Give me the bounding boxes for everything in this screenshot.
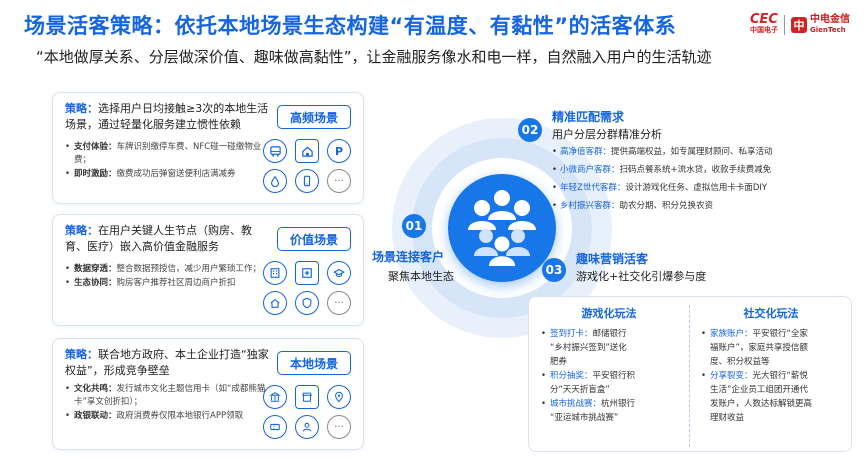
home-icon	[295, 139, 319, 163]
step-subtitle-03: 游戏化+社交化引爆参与度	[576, 270, 707, 283]
list-item: 高净值客群：提供高端权益，如专属理财顾问、私享活动	[552, 146, 800, 158]
more-icon: ···	[327, 415, 351, 439]
strategy-card-value: 策略：在用户关键人生节点（购房、教育、医疗）嵌入高价值金融服务 数据穿透：整合数…	[52, 214, 364, 326]
page-subtitle: “本地做厚关系、分层做深价值、趣味做高黏性”，让金融服务像水和电一样，自然融入用…	[36, 48, 712, 66]
step-subtitle-02: 用户分层分群精准分析	[552, 128, 662, 141]
customer-group-icon	[468, 190, 536, 266]
shop-icon	[295, 385, 319, 409]
step-subtitle-01: 聚焦本地生态	[388, 270, 454, 283]
user-icon	[295, 415, 319, 439]
list-item: 数据穿透：整合数据预授信，减少用户繁琐工作；	[65, 263, 271, 276]
scene-tag: 价值场景	[277, 227, 351, 251]
map-icon	[327, 385, 351, 409]
list-item: 城市挑战赛：杭州银行“亚运城市挑战赛”	[541, 397, 687, 425]
more-icon: ···	[327, 291, 351, 315]
social-play-title: 社交化玩法	[743, 307, 799, 320]
page-title: 场景活客策略：依托本地场景生态构建“有温度、有黏性”的活客体系	[24, 14, 677, 38]
step-title-01: 场景连接客户	[372, 250, 445, 264]
scene-icons: P ···	[263, 139, 351, 193]
landmark-icon	[263, 385, 287, 409]
list-item: 文化共鸣：发行城市文化主题信用卡（如“成都熊猫卡”享文创折扣）；	[65, 383, 271, 409]
step-title-03: 趣味营销活客	[576, 252, 649, 266]
scene-tag: 本地场景	[277, 351, 351, 375]
logo-divider	[784, 15, 785, 35]
step-number-01: 01	[402, 214, 426, 238]
shield-icon	[295, 291, 319, 315]
gientech-logo: 中 中电金信 GienTech	[791, 15, 850, 35]
scene-tag: 高频场景	[277, 105, 351, 129]
step-number-02: 02	[518, 118, 542, 142]
list-item: 年轻Z世代客群：设计游戏化任务、虚拟信用卡卡面DIY	[552, 182, 800, 194]
list-item: 乡村振兴客群：助农分期、积分兑换农资	[552, 200, 800, 212]
school-icon	[327, 261, 351, 285]
house-icon	[263, 291, 287, 315]
scene-icons: ···	[263, 261, 351, 315]
bus-icon	[263, 139, 287, 163]
game-play-title: 游戏化玩法	[581, 307, 637, 320]
column-divider	[689, 305, 690, 447]
list-item: 政银联动：政府消费券仅限本地银行APP领取	[65, 410, 271, 423]
list-item: 即时激励：缴费成功后弹窗送便利店满减券	[65, 168, 271, 181]
hospital-icon	[295, 261, 319, 285]
water-icon	[263, 169, 287, 193]
list-item: 生态协同：购房客户推荐社区周边商户折扣	[65, 277, 271, 290]
step-title-02: 精准匹配需求	[552, 110, 625, 124]
parking-icon: P	[327, 139, 351, 163]
cec-logo: CEC 中国电子	[750, 12, 778, 34]
strategy-card-local: 策略：联合地方政府、本土企业打造“独家权益”，形成竞争壁垒 文化共鸣：发行城市文…	[52, 338, 364, 450]
coupon-icon	[263, 415, 287, 439]
scene-icons: ···	[263, 385, 351, 439]
list-item: 小微商户客群：扫码点餐系统+流水贷，收款手续费减免	[552, 164, 800, 176]
strategy-card-high-frequency: 策略：选择用户日均接触≥3次的本地生活场景，通过轻量化服务建立惯性依赖 支付体验…	[52, 92, 364, 204]
step-number-03: 03	[542, 258, 566, 282]
building-icon	[263, 261, 287, 285]
brand-logos: CEC 中国电子 中 中电金信 GienTech	[750, 12, 850, 36]
phone-icon	[295, 169, 319, 193]
list-item: 支付体验：车牌识别缴停车费、NFC碰一碰缴物业费；	[65, 141, 271, 167]
more-icon: ···	[327, 169, 351, 193]
gientech-mark-icon: 中	[791, 17, 807, 33]
